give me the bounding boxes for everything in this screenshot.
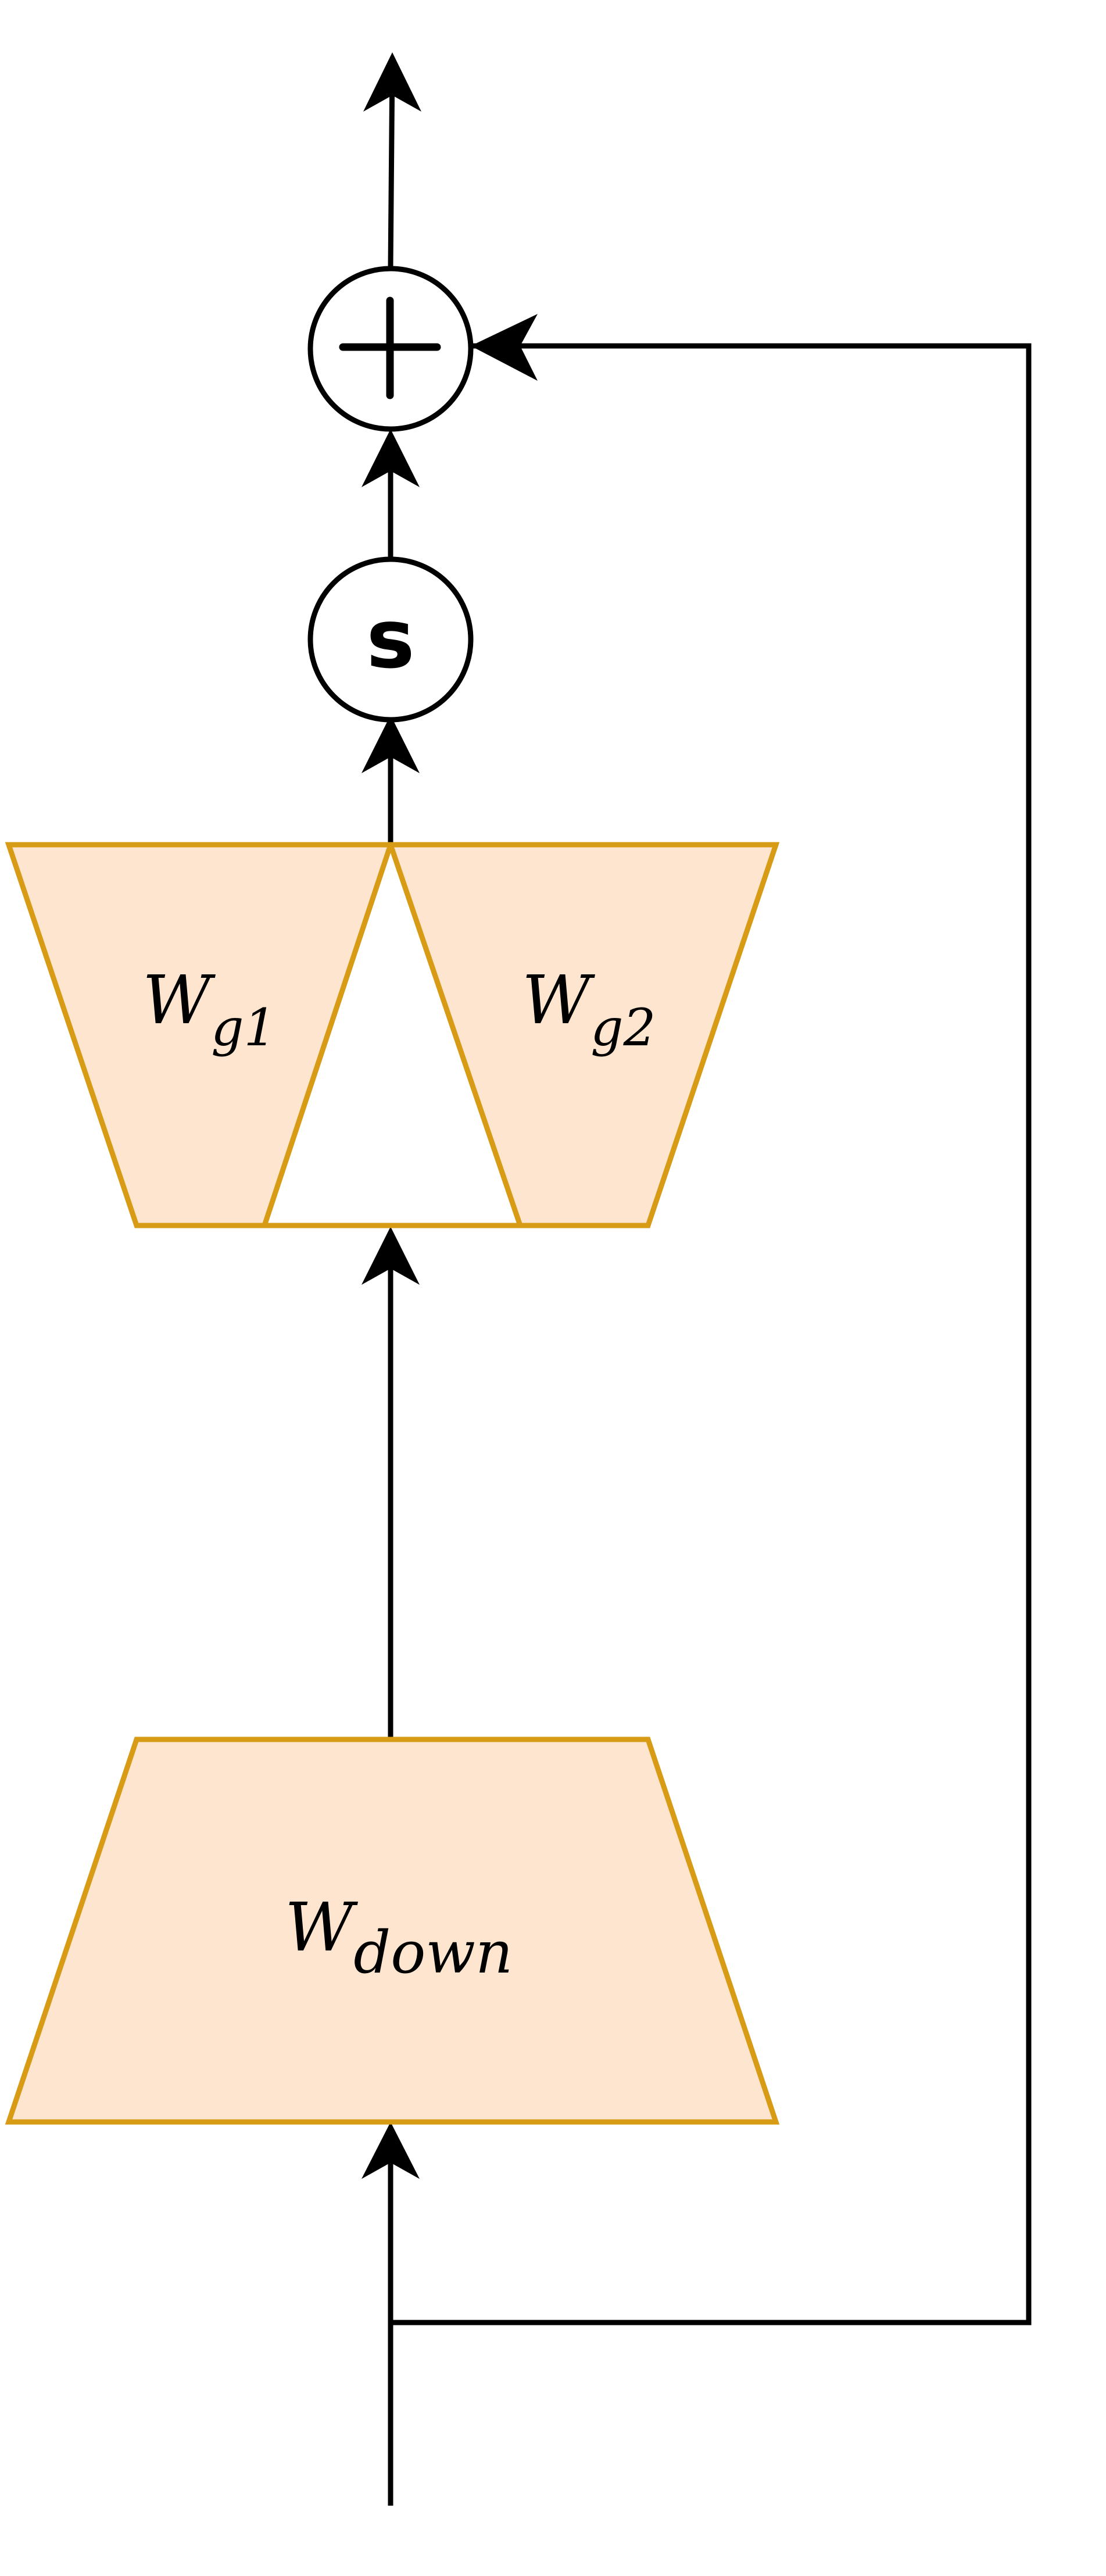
activation-circle — [307, 556, 474, 723]
w-down-label: Wdown — [285, 1889, 513, 1987]
w-g1-label-base: W — [142, 962, 216, 1039]
arrow-add-to-output — [388, 63, 395, 268]
plus-icon — [339, 296, 441, 399]
w-down-label-base: W — [285, 1889, 358, 1967]
activation-symbol: s — [366, 592, 414, 687]
w-g2-label-base: W — [522, 962, 595, 1039]
connectors — [388, 63, 1032, 2506]
residual-connection — [391, 343, 1032, 2325]
w-down-label-sub: down — [353, 1918, 513, 1987]
add-node — [307, 266, 474, 432]
activation-node: s — [307, 556, 474, 723]
arrowheads — [361, 52, 538, 2179]
arrowhead-into-wdown — [361, 2122, 420, 2179]
gate-block: Wg1 Wg2 — [5, 842, 780, 1228]
w-g2-label: Wg2 — [522, 962, 656, 1057]
arrowhead-into-activation — [361, 715, 420, 773]
arrowhead-into-gates — [361, 1227, 420, 1285]
arrowhead-output — [363, 52, 421, 112]
w-g1-label-sub: g1 — [211, 998, 276, 1057]
w-down-trapezoid — [5, 1737, 780, 2125]
arrowhead-residual — [471, 314, 538, 381]
w-g1-label: Wg1 — [142, 962, 277, 1057]
arrowhead-into-add — [361, 429, 420, 487]
w-g2-label-sub: g2 — [590, 998, 656, 1057]
w-down-block: Wdown — [5, 1737, 780, 2125]
